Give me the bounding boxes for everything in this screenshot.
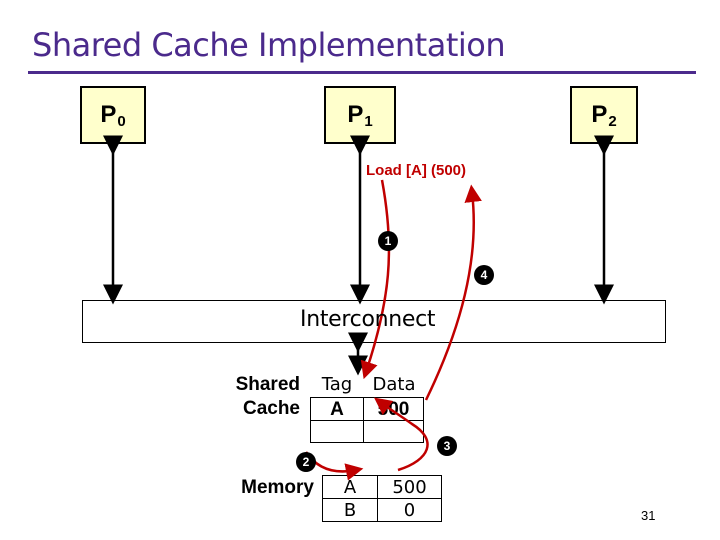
processor-p0-subscript: 0 (117, 112, 126, 130)
memory-value-a: 500 (378, 475, 442, 499)
cache-label-shared: Shared (235, 374, 300, 395)
processor-p0-name: P (100, 101, 117, 128)
cache-data-header: Data (364, 372, 424, 397)
page-number: 31 (641, 508, 656, 523)
cache-tag-header: Tag (310, 372, 364, 397)
processor-p1-subscript: 1 (364, 112, 373, 130)
cache-label-cache: Cache (242, 398, 300, 419)
request-path-step-4 (424, 184, 482, 401)
memory-value-b: 0 (378, 498, 442, 522)
step-4-marker: 4 (474, 265, 494, 285)
processor-p1-name: P (347, 101, 364, 128)
memory-addr-a: A (322, 475, 378, 499)
cache-tag-empty (310, 420, 364, 443)
cache-tag-value: A (310, 397, 364, 421)
slide-title: Shared Cache Implementation (32, 26, 506, 64)
processor-p2-subscript: 2 (608, 112, 617, 130)
memory-addr-b: B (322, 498, 378, 522)
title-divider (28, 71, 696, 74)
cache-data-empty (364, 420, 424, 443)
processor-p2-name: P (591, 101, 608, 128)
load-request-label: Load [A] (500) (366, 162, 467, 179)
request-path-step-1 (360, 179, 391, 380)
memory-label: Memory (241, 477, 314, 498)
step-1-marker: 1 (378, 231, 398, 251)
cache-data-value: 500 (364, 397, 424, 421)
step-3-marker: 3 (437, 436, 457, 456)
step-2-marker: 2 (296, 452, 316, 472)
interconnect-label: Interconnect (300, 307, 436, 332)
